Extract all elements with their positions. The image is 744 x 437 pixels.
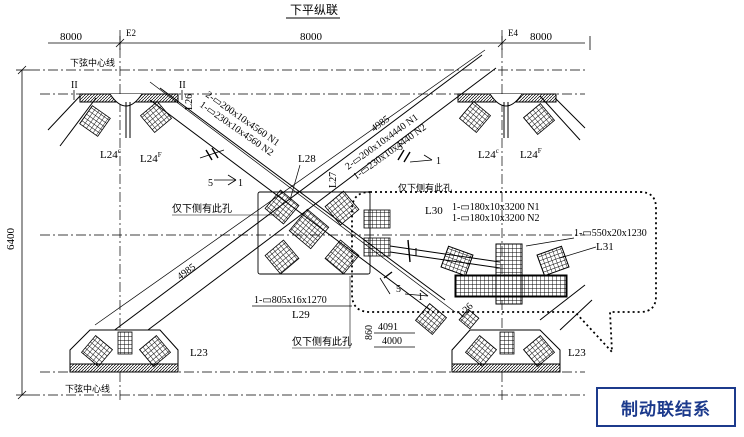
label-l23-right: L23 [568, 347, 586, 359]
label-l26-top: L26 [184, 94, 195, 110]
dim-top-middle: 8000 [300, 31, 323, 43]
spec-l31: 1-▭550x20x1230 [574, 228, 647, 239]
dim-bottom-a: 4091 [378, 322, 398, 333]
axis-e4: E4 [508, 28, 518, 38]
note-top: 仅下侧有此孔 [398, 182, 452, 193]
label-l28: L28 [298, 153, 316, 165]
detail-callout-bubble [351, 191, 657, 355]
dim-bottom-c: 860 [364, 325, 375, 340]
title: 下平纵联 [290, 3, 338, 17]
caption-box: 制动联结系 [596, 387, 736, 427]
bolt-groups [79, 100, 556, 368]
slope-right-bottom-b: 1 [418, 292, 423, 303]
center-line-top: 下弦中心线 [70, 57, 115, 68]
diagonal-dimension-lines [94, 49, 486, 326]
gusset-top-left [79, 93, 179, 138]
label-l24c-right: L24c [478, 147, 499, 161]
detail-connection [389, 243, 570, 305]
dim-diag-lower: 4985 [175, 262, 198, 283]
note-bottom: 仅下侧有此孔 [292, 335, 352, 348]
caption-text: 制动联结系 [621, 399, 711, 420]
leader-l31-spec [525, 237, 575, 247]
member-breaks [205, 147, 411, 279]
slope-right-top-symbol [409, 154, 433, 163]
label-l30: L30 [425, 205, 443, 217]
section-mark-left: II [71, 80, 78, 91]
center-node-plate [257, 191, 371, 275]
note-left: 仅下侧有此孔 [172, 202, 232, 215]
gusset-top-right [457, 93, 557, 138]
label-l24c-left: L24c [100, 147, 121, 161]
dim-top-left: 8000 [60, 31, 83, 43]
slope-left-symbol [199, 149, 237, 186]
spec-l30-n1: 1-▭180x10x3200 N1 [452, 202, 540, 213]
slope-left-a: 5 [208, 178, 213, 189]
label-l31: L31 [596, 241, 614, 253]
dim-bottom-b: 4000 [382, 336, 402, 347]
label-l24f-left: L24F [140, 151, 162, 165]
center-line-bottom: 下弦中心线 [65, 383, 110, 394]
spec-l30-n2: 1-▭180x10x3200 N2 [452, 213, 540, 224]
slope-right-bottom-a: 5 [396, 284, 401, 295]
section-mark-right: II [179, 80, 186, 91]
label-l24f-right: L24F [520, 147, 542, 161]
label-l23-left: L23 [190, 347, 208, 359]
leader-l31 [559, 246, 597, 259]
bottom-dimension-lines [374, 332, 415, 348]
left-dimension [16, 65, 30, 400]
section-mark-lines [73, 90, 183, 100]
spec-l29: 1-▭805x16x1270 [254, 295, 327, 306]
axis-e2: E2 [126, 28, 136, 38]
leader-l28 [289, 164, 301, 201]
slope-left-b: 1 [238, 178, 243, 189]
slope-right-top-b: 1 [436, 156, 441, 167]
slope-right-bottom-symbol [379, 277, 429, 297]
dim-top-right: 8000 [530, 31, 553, 43]
slope-right-top-a: 5 [398, 142, 403, 153]
label-l29: L29 [292, 309, 310, 321]
dim-left-vertical: 6400 [5, 228, 17, 251]
label-l27: L27 [328, 172, 339, 188]
